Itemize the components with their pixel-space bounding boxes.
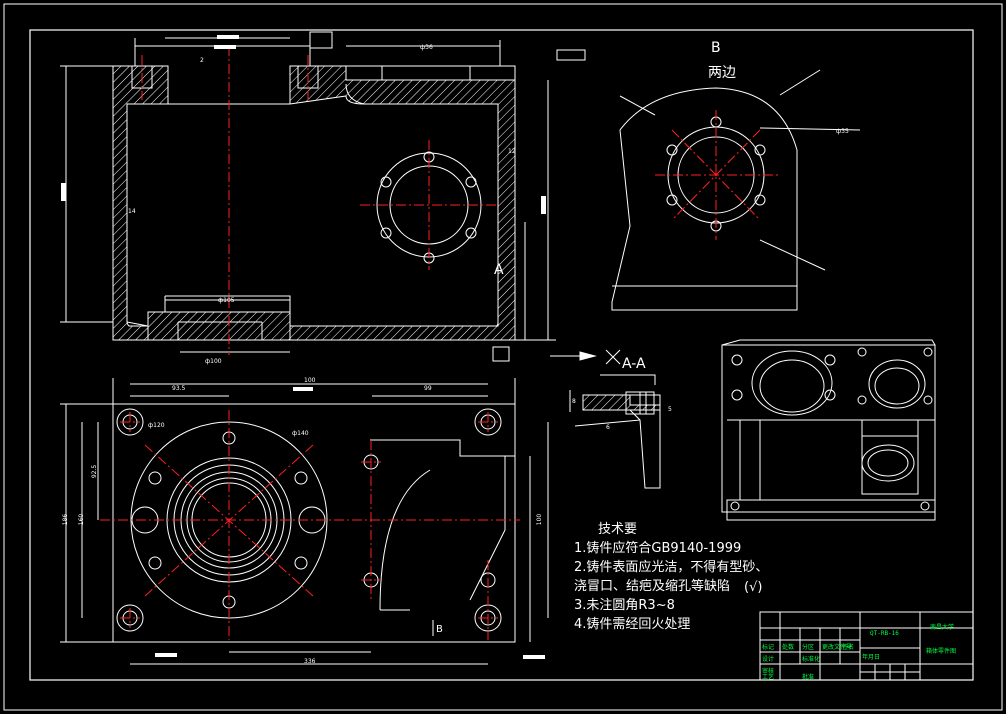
dim-93-5: 93.5: [172, 385, 186, 392]
section-a-a-label: A-A: [622, 356, 646, 372]
outer-frame: [3, 3, 1003, 711]
dim-160: 160: [78, 513, 86, 526]
dim-2: 2: [200, 57, 204, 64]
section-a-a: [550, 349, 661, 489]
dim-phi-140: ф140: [292, 430, 309, 437]
roughness-mark: (√): [744, 580, 763, 595]
view-b-note: 两边: [708, 65, 736, 81]
tb-row-4: 更改文件号: [822, 644, 853, 651]
tb-field-2: 标准化: [802, 656, 821, 663]
dim-100-top: 100: [304, 377, 316, 384]
dim-100-right: 100: [536, 513, 544, 526]
front-wall-hatch: [112, 65, 516, 341]
inner-frame: [29, 29, 974, 681]
tb-row-1: 标记: [762, 644, 775, 651]
view-b-center-lines: [655, 110, 780, 240]
dim-phi-36: ф36: [420, 44, 433, 51]
drawing-name: 箱体零件图: [926, 648, 957, 655]
dim-6: 6: [606, 424, 610, 431]
view-b-label: B: [711, 40, 721, 56]
dim-99: 99: [424, 385, 432, 392]
tb-row-6: 年月日: [862, 654, 881, 661]
tb-field-5: 批准: [802, 674, 815, 681]
top-center-lines: [100, 410, 520, 640]
tb-row-2: 处数: [782, 644, 795, 651]
dim-phi-120: ф120: [148, 422, 165, 429]
dim-92-5: 92.5: [91, 464, 99, 479]
tech-item-4: 3.未注圆角R3~8: [574, 598, 675, 613]
dim-186: 186: [62, 513, 70, 526]
tb-row-5: 签名: [842, 644, 855, 651]
tech-requirements: 技术要 1.铸件应符合GB9140-1999 2.铸件表面应光洁，不得有型砂、 …: [574, 520, 768, 634]
school-name: 南昌大学: [930, 624, 955, 631]
section-mark-a: A: [494, 262, 504, 278]
dim-336: 336: [304, 658, 316, 665]
tech-item-1: 1.铸件应符合GB9140-1999: [574, 541, 742, 556]
tb-field-4: 工艺: [762, 674, 775, 681]
arrow-b-label: B: [436, 624, 443, 635]
top-view: [60, 378, 549, 665]
tech-requirements-title: 技术要: [598, 522, 638, 537]
front-center-lines: [141, 46, 500, 355]
dim-5: 5: [668, 406, 672, 413]
dim-14: 14: [128, 208, 136, 215]
tech-item-2: 2.铸件表面应光洁，不得有型砂、: [574, 560, 769, 575]
front-section-view: [60, 31, 586, 362]
tb-field-1: 设计: [762, 656, 775, 663]
title-block: [759, 611, 974, 681]
dim-phi-35: ф35: [836, 128, 849, 135]
dim-8: 8: [572, 398, 576, 405]
tb-field-3: 审核: [762, 668, 775, 675]
isometric-view: [721, 339, 936, 521]
dim-12: 12: [508, 148, 516, 155]
dim-phi-100: ф100: [205, 358, 222, 365]
tech-item-3: 浇冒口、结疤及缩孔等缺陷: [574, 579, 731, 594]
dim-phi-105: ф105: [218, 297, 235, 304]
part-code: QT-RB-16: [870, 630, 899, 637]
tb-row-3: 分区: [802, 644, 815, 651]
dim-tags: [61, 35, 546, 659]
tech-item-5: 4.铸件需经回火处理: [574, 617, 691, 632]
view-b: [611, 69, 861, 311]
